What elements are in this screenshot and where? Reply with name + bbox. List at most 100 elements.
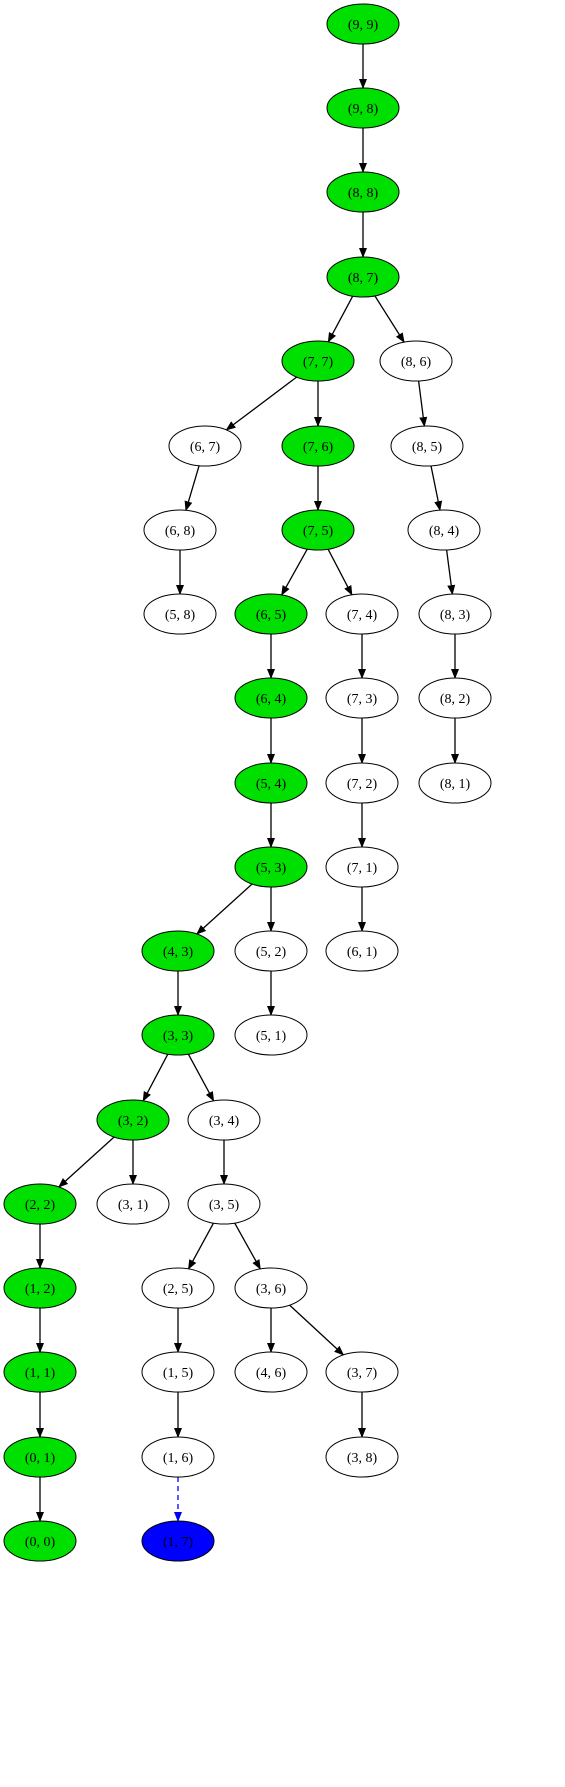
node-label: (8, 2) — [440, 692, 471, 707]
graph-node-n64: (6, 4) — [234, 677, 308, 719]
node-ellipse — [141, 930, 215, 972]
node-ellipse — [418, 677, 492, 719]
node-ellipse — [326, 87, 400, 129]
node-label: (7, 3) — [347, 692, 378, 707]
node-label: (4, 6) — [256, 1366, 287, 1381]
node-label: (6, 7) — [190, 440, 221, 455]
node-ellipse — [390, 425, 464, 467]
node-ellipse — [281, 509, 355, 551]
node-ellipse — [96, 1099, 170, 1141]
node-label: (8, 4) — [429, 524, 460, 539]
edge-n87-n86 — [374, 295, 405, 343]
node-ellipse — [143, 509, 217, 551]
node-ellipse — [407, 509, 481, 551]
node-label: (1, 5) — [163, 1366, 194, 1381]
node-label: (4, 3) — [163, 945, 194, 960]
node-label: (1, 6) — [163, 1451, 194, 1466]
graph-node-n82: (8, 2) — [418, 677, 492, 719]
node-label: (3, 4) — [209, 1114, 240, 1129]
graph-node-n65: (6, 5) — [234, 593, 308, 635]
node-label: (7, 4) — [347, 608, 378, 623]
node-label: (3, 2) — [118, 1114, 149, 1129]
graph-node-n67: (6, 7) — [168, 425, 242, 467]
node-label: (0, 1) — [25, 1451, 56, 1466]
graph-node-n51: (5, 1) — [234, 1014, 308, 1056]
node-label: (6, 4) — [256, 692, 287, 707]
node-label: (6, 5) — [256, 608, 287, 623]
graph-node-n38: (3, 8) — [325, 1436, 399, 1478]
node-ellipse — [418, 593, 492, 635]
node-ellipse — [234, 1014, 308, 1056]
node-ellipse — [234, 1267, 308, 1309]
node-ellipse — [3, 1351, 77, 1393]
node-ellipse — [326, 256, 400, 298]
node-label: (7, 2) — [347, 777, 378, 792]
graph-node-n71: (7, 1) — [325, 846, 399, 888]
graph-node-n77: (7, 7) — [281, 340, 355, 382]
node-ellipse — [234, 930, 308, 972]
node-ellipse — [325, 846, 399, 888]
node-ellipse — [325, 593, 399, 635]
graph-node-n83: (8, 3) — [418, 593, 492, 635]
node-label: (3, 1) — [118, 1198, 149, 1213]
graph-node-n12: (1, 2) — [3, 1267, 77, 1309]
graph-node-n73: (7, 3) — [325, 677, 399, 719]
edge-n75-n74 — [327, 548, 353, 596]
edge-n35-n25 — [187, 1222, 215, 1270]
node-ellipse — [325, 1436, 399, 1478]
node-label: (9, 8) — [348, 102, 379, 117]
node-label: (8, 7) — [348, 271, 379, 286]
node-label: (2, 5) — [163, 1282, 194, 1297]
node-label: (3, 7) — [347, 1366, 378, 1381]
node-label: (3, 3) — [163, 1029, 194, 1044]
node-label: (5, 3) — [256, 861, 287, 876]
node-label: (1, 1) — [25, 1366, 56, 1381]
node-label: (8, 8) — [348, 186, 379, 201]
node-ellipse — [3, 1267, 77, 1309]
graph-node-n76: (7, 6) — [281, 425, 355, 467]
node-ellipse — [379, 340, 453, 382]
node-ellipse — [187, 1183, 261, 1225]
node-ellipse — [141, 1351, 215, 1393]
node-label: (6, 8) — [165, 524, 196, 539]
node-ellipse — [418, 762, 492, 804]
node-label: (7, 6) — [303, 440, 334, 455]
graph-node-n54: (5, 4) — [234, 762, 308, 804]
node-ellipse — [3, 1436, 77, 1478]
node-label: (6, 1) — [347, 945, 378, 960]
node-ellipse — [96, 1183, 170, 1225]
graph-node-n86: (8, 6) — [379, 340, 453, 382]
node-ellipse — [141, 1014, 215, 1056]
graph-node-n53: (5, 3) — [234, 846, 308, 888]
node-ellipse — [281, 340, 355, 382]
nodes-layer: (9, 9) (9, 8) (8, 8) (8, 7) (7, 7) (8, 6) (6, … — [3, 3, 492, 1562]
node-ellipse — [325, 677, 399, 719]
graph-node-n87: (8, 7) — [326, 256, 400, 298]
node-label: (5, 4) — [256, 777, 287, 792]
node-ellipse — [141, 1520, 215, 1562]
edge-n77-n67 — [225, 376, 297, 431]
graph-node-n58: (5, 8) — [143, 593, 217, 635]
node-label: (8, 5) — [412, 440, 443, 455]
node-label: (8, 1) — [440, 777, 471, 792]
node-label: (8, 6) — [401, 355, 432, 370]
node-label: (5, 2) — [256, 945, 287, 960]
graph-node-n99: (9, 9) — [326, 3, 400, 45]
node-label: (7, 1) — [347, 861, 378, 876]
node-label: (9, 9) — [348, 18, 379, 33]
edge-n35-n36 — [234, 1222, 261, 1270]
node-label: (7, 7) — [303, 355, 334, 370]
graph-node-n68: (6, 8) — [143, 509, 217, 551]
node-ellipse — [234, 593, 308, 635]
graph-node-n37: (3, 7) — [325, 1351, 399, 1393]
edge-n53-n43 — [196, 883, 253, 935]
node-ellipse — [281, 425, 355, 467]
graph-node-n00: (0, 0) — [3, 1520, 77, 1562]
graph-node-n36: (3, 6) — [234, 1267, 308, 1309]
graph-node-n98: (9, 8) — [326, 87, 400, 129]
graph-node-n72: (7, 2) — [325, 762, 399, 804]
node-ellipse — [234, 762, 308, 804]
edge-n36-n37 — [289, 1304, 345, 1356]
edge-n33-n34 — [187, 1053, 215, 1102]
